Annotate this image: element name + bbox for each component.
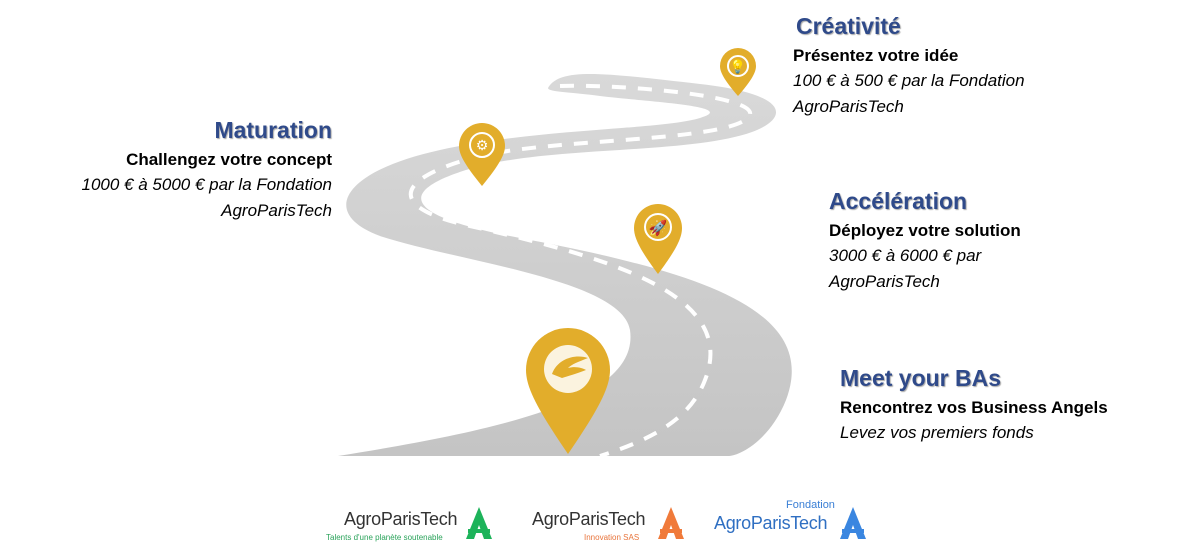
rocket-icon: 🚀 bbox=[649, 219, 668, 237]
pin-creativite: 💡 bbox=[720, 48, 756, 96]
pin-maturation: ⚙ bbox=[459, 123, 505, 186]
a-mark-icon bbox=[840, 507, 866, 539]
stage-desc-line1: 3000 € à 6000 € par bbox=[829, 246, 982, 265]
logo-name: AgroParisTech bbox=[714, 513, 828, 533]
logo-prefix: Fondation bbox=[786, 499, 835, 511]
stage-subtitle: Challengez votre concept bbox=[126, 150, 332, 169]
stage-title: Maturation bbox=[214, 117, 332, 143]
stage-desc-line1: 1000 € à 5000 € par la Fondation bbox=[81, 175, 332, 194]
stage-desc-line2: AgroParisTech bbox=[221, 201, 332, 220]
stage-meet: Meet your BAs Rencontrez vos Business An… bbox=[840, 364, 1190, 446]
lightbulb-icon: 💡 bbox=[730, 59, 746, 75]
stage-subtitle: Présentez votre idée bbox=[793, 46, 959, 65]
logo-name: AgroParisTech bbox=[532, 509, 646, 529]
stage-title: Accélération bbox=[829, 188, 968, 214]
a-mark-icon bbox=[466, 507, 492, 539]
road-surface bbox=[338, 73, 792, 456]
logo-name: AgroParisTech bbox=[344, 509, 458, 529]
stage-desc-line2: AgroParisTech bbox=[793, 97, 904, 116]
lane-marking bbox=[408, 83, 753, 458]
stage-desc-line1: Levez vos premiers fonds bbox=[840, 423, 1034, 442]
a-mark-icon bbox=[658, 507, 684, 539]
stage-acceleration: Accélération Déployez votre solution 300… bbox=[829, 187, 1149, 295]
stage-title: Créativité bbox=[796, 13, 901, 39]
logo-tagline: Innovation SAS bbox=[584, 533, 640, 542]
pin-acceleration: 🚀 bbox=[634, 204, 682, 274]
stage-desc-line2: AgroParisTech bbox=[829, 272, 940, 291]
logo-tagline: Talents d'une planète soutenable bbox=[326, 533, 443, 542]
gears-icon: ⚙ bbox=[476, 138, 489, 154]
stage-title: Meet your BAs bbox=[840, 365, 1002, 391]
stage-maturation: Maturation Challengez votre concept 1000… bbox=[0, 116, 332, 224]
pin-meet bbox=[526, 328, 610, 454]
stage-subtitle: Déployez votre solution bbox=[829, 221, 1021, 240]
stage-subtitle: Rencontrez vos Business Angels bbox=[840, 398, 1108, 417]
stage-creativite: Créativité Présentez votre idée 100 € à … bbox=[793, 12, 1123, 120]
wing-icon bbox=[552, 356, 588, 378]
stage-desc-line1: 100 € à 500 € par la Fondation bbox=[793, 71, 1025, 90]
